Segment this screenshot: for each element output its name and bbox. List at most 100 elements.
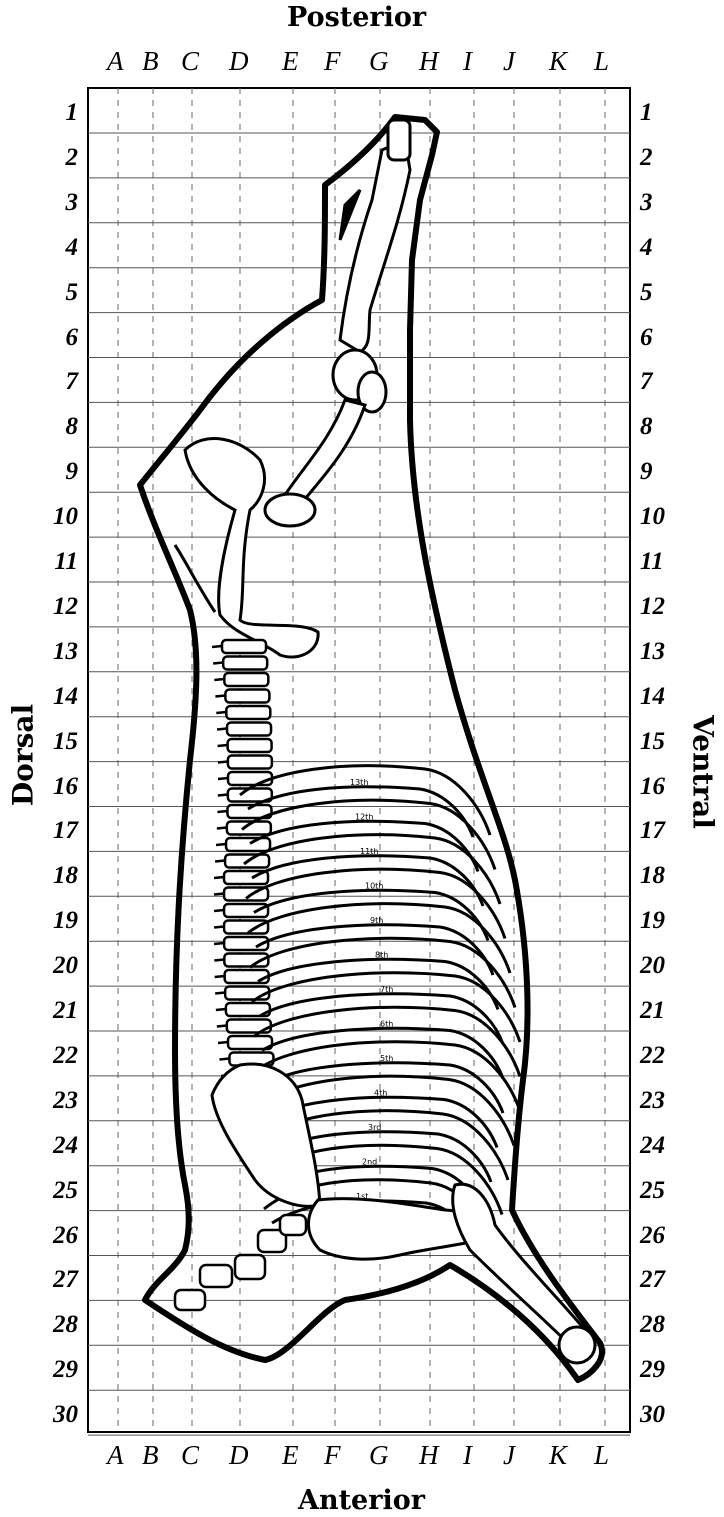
row-label-left: 23 [0,1087,78,1115]
row-label-left: 3 [0,189,78,217]
cervical-vertebra [235,1255,265,1279]
row-label-right: 16 [640,773,665,801]
vertebra [225,690,269,703]
row-label-right: 8 [640,413,653,441]
row-label-right: 7 [640,368,653,396]
vertebra-process [214,943,224,944]
vertebra-process [214,877,224,878]
cervical-vertebra [280,1215,306,1235]
column-label-bottom: D [229,1440,249,1471]
row-label-left: 28 [0,1311,78,1339]
row-label-right: 24 [640,1132,665,1160]
row-label-left: 19 [0,907,78,935]
vertebra-process [217,811,227,812]
vertebra-process [215,861,225,862]
row-label-left: 10 [0,503,78,531]
row-label-left: 7 [0,368,78,396]
row-label-left: 8 [0,413,78,441]
row-label-left: 15 [0,728,78,756]
vertebra [224,673,268,686]
row-label-left: 1 [0,99,78,127]
cervical-vertebra [200,1265,232,1287]
vertebra-process [218,1042,228,1043]
row-label-right: 29 [640,1356,665,1384]
row-label-right: 2 [640,144,653,172]
row-label-right: 13 [640,638,665,666]
row-label-right: 3 [640,189,653,217]
column-label-top: G [369,46,389,77]
row-label-left: 16 [0,773,78,801]
rib-label: 10th [365,882,383,891]
column-label-bottom: G [369,1440,389,1471]
vertebra-process [218,745,228,746]
row-label-right: 28 [640,1311,665,1339]
vertebra-process [217,729,227,730]
row-label-right: 23 [640,1087,665,1115]
vertebra-process [217,1026,227,1027]
vertebra-process [214,927,224,928]
row-label-right: 15 [640,728,665,756]
row-label-right: 1 [640,99,653,127]
vertebra [224,904,268,917]
row-label-right: 11 [640,548,664,576]
column-label-top: D [229,46,249,77]
vertebra-process [218,778,228,779]
rib-label: 4th [374,1089,387,1098]
vertebra [228,756,272,769]
column-label-top: J [503,46,515,77]
row-label-right: 22 [640,1042,665,1070]
vertebra [223,657,267,670]
row-label-left: 12 [0,593,78,621]
rib-label: 7th [380,985,393,994]
row-label-right: 12 [640,593,665,621]
vertebra [226,838,270,851]
rib-label: 13th [350,778,368,787]
rib-label: 9th [370,916,383,925]
pelvis-bone [175,439,318,657]
row-label-left: 27 [0,1266,78,1294]
vertebra-process [212,646,222,647]
vertebra-process [215,696,225,697]
row-label-left: 29 [0,1356,78,1384]
row-label-left: 24 [0,1132,78,1160]
column-label-top: H [419,46,439,77]
row-label-left: 25 [0,1177,78,1205]
row-label-right: 6 [640,324,653,352]
row-label-left: 11 [0,548,78,576]
vertebra-process [213,663,223,664]
vertebra [222,640,266,653]
row-label-right: 30 [640,1401,665,1429]
row-label-right: 25 [640,1177,665,1205]
vertebra-process [215,993,225,994]
row-label-right: 21 [640,997,665,1025]
vertebra [228,739,272,752]
column-label-top: K [549,46,567,77]
vertebra-process [214,910,224,911]
vertebra [224,921,268,934]
vertebra-process [214,960,224,961]
rib-label: 6th [380,1020,393,1029]
rib-label: 3rd [368,1123,381,1132]
rib-label: 8th [375,951,388,960]
column-label-bottom: C [181,1440,199,1471]
rib-label: 11th [360,847,378,856]
vertebra-process [214,894,224,895]
rib-label: 2nd [362,1158,377,1167]
row-label-right: 17 [640,817,665,845]
row-label-right: 26 [640,1222,665,1250]
rib-label: 5th [380,1054,393,1063]
row-label-left: 6 [0,324,78,352]
vertebra-process [216,844,226,845]
vertebra [227,723,271,736]
row-label-left: 14 [0,683,78,711]
vertebra-process [218,762,228,763]
row-label-right: 14 [640,683,665,711]
row-label-left: 4 [0,234,78,262]
column-label-bottom: J [503,1440,515,1471]
column-label-top: L [594,46,609,77]
row-label-left: 30 [0,1401,78,1429]
row-label-right: 5 [640,279,653,307]
vertebra [228,772,272,785]
row-label-left: 17 [0,817,78,845]
